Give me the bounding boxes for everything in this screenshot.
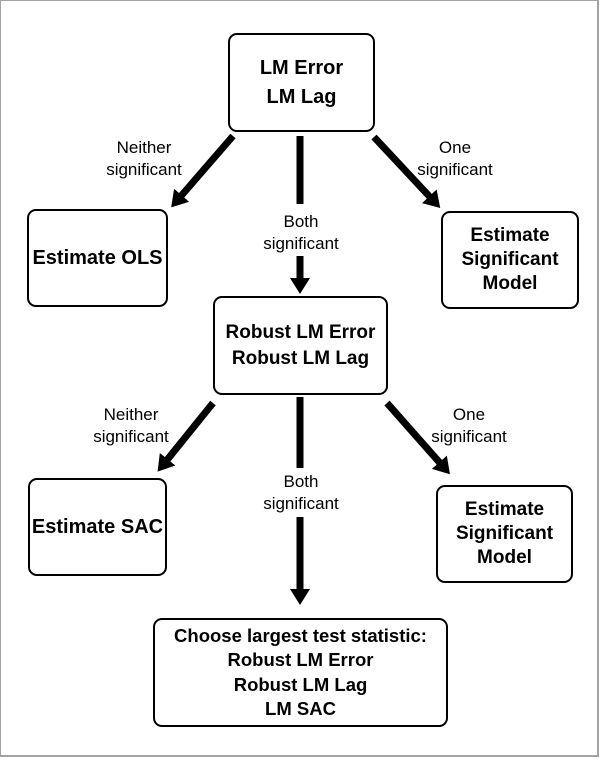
edge-label-both-significant-top: Both significant	[231, 211, 371, 255]
edge-label-line: Neither	[103, 405, 159, 424]
node-line: Model	[482, 273, 538, 294]
node-line: Robust LM Lag	[233, 673, 368, 695]
node-robust-lm-tests: Robust LM Error Robust LM Lag	[213, 296, 388, 395]
edge-label-line: significant	[263, 234, 339, 253]
edge-label-line: One	[452, 405, 486, 424]
edge-label-one-significant-top: One significant	[385, 137, 525, 181]
edge-label-neither-significant-bottom: Neither significant	[61, 404, 201, 448]
edge-label-one-significant-bottom: One significant	[399, 404, 539, 448]
node-line: Estimate SAC	[31, 515, 164, 538]
edge-label-line: significant	[263, 494, 339, 513]
node-line: Significant	[461, 249, 559, 270]
node-estimate-ols: Estimate OLS	[27, 209, 168, 307]
node-choose-largest-statistic: Choose largest test statistic: Robust LM…	[153, 618, 448, 727]
node-line: Estimate OLS	[32, 246, 163, 269]
node-estimate-significant-model-top: Estimate Significant Model	[441, 211, 579, 309]
node-line: Choose largest test statistic:	[174, 624, 427, 646]
node-line: LM Error	[259, 56, 344, 79]
node-line: Model	[477, 547, 532, 568]
edge-label-line: Both	[283, 212, 319, 231]
node-line: Robust LM Error	[225, 321, 376, 343]
node-line: Estimate	[470, 225, 550, 246]
edge-label-line: One	[438, 138, 472, 157]
edge-label-line: significant	[417, 160, 493, 179]
node-line: Estimate	[464, 499, 545, 520]
node-estimate-sac: Estimate SAC	[28, 478, 167, 576]
edge-label-line: significant	[431, 427, 507, 446]
node-line: LM Lag	[266, 85, 337, 108]
node-lm-tests: LM Error LM Lag	[228, 33, 375, 132]
node-estimate-significant-model-bottom: Estimate Significant Model	[436, 485, 573, 583]
edge-label-both-significant-bottom: Both significant	[231, 471, 371, 515]
edge-label-line: significant	[93, 427, 169, 446]
node-line: Robust LM Lag	[231, 347, 370, 369]
edge-label-neither-significant-top: Neither significant	[74, 137, 214, 181]
node-line: Robust LM Error	[227, 649, 374, 670]
edge-label-line: Both	[283, 472, 319, 491]
edge-label-line: Neither	[116, 138, 172, 157]
node-line: Significant	[455, 523, 554, 544]
edge-label-line: significant	[106, 160, 182, 179]
node-line: LM SAC	[265, 698, 336, 719]
